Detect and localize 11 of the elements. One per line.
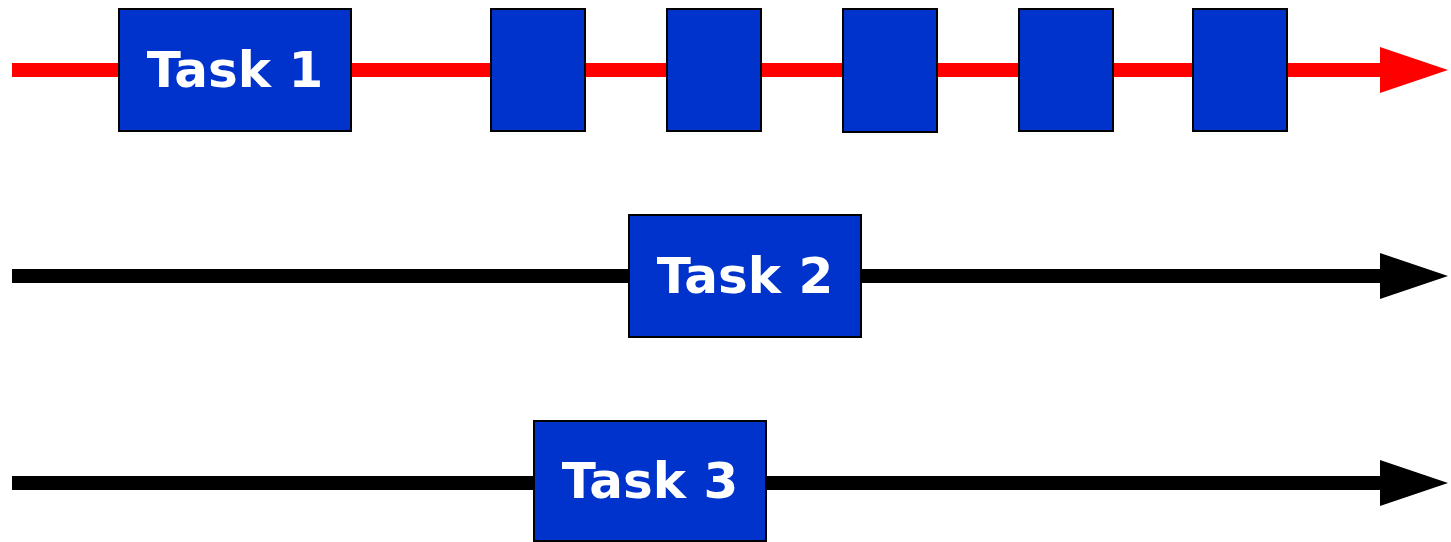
empty-box	[842, 8, 938, 133]
task-label: Task 2	[656, 247, 834, 305]
task-box	[533, 420, 767, 542]
task-label: Task 3	[561, 452, 739, 510]
task-label: Task 1	[146, 41, 324, 99]
empty-box	[490, 8, 586, 132]
task-box	[118, 8, 352, 132]
task-box	[628, 214, 862, 338]
empty-box	[1018, 8, 1114, 132]
empty-box	[1192, 8, 1288, 132]
empty-box	[666, 8, 762, 132]
